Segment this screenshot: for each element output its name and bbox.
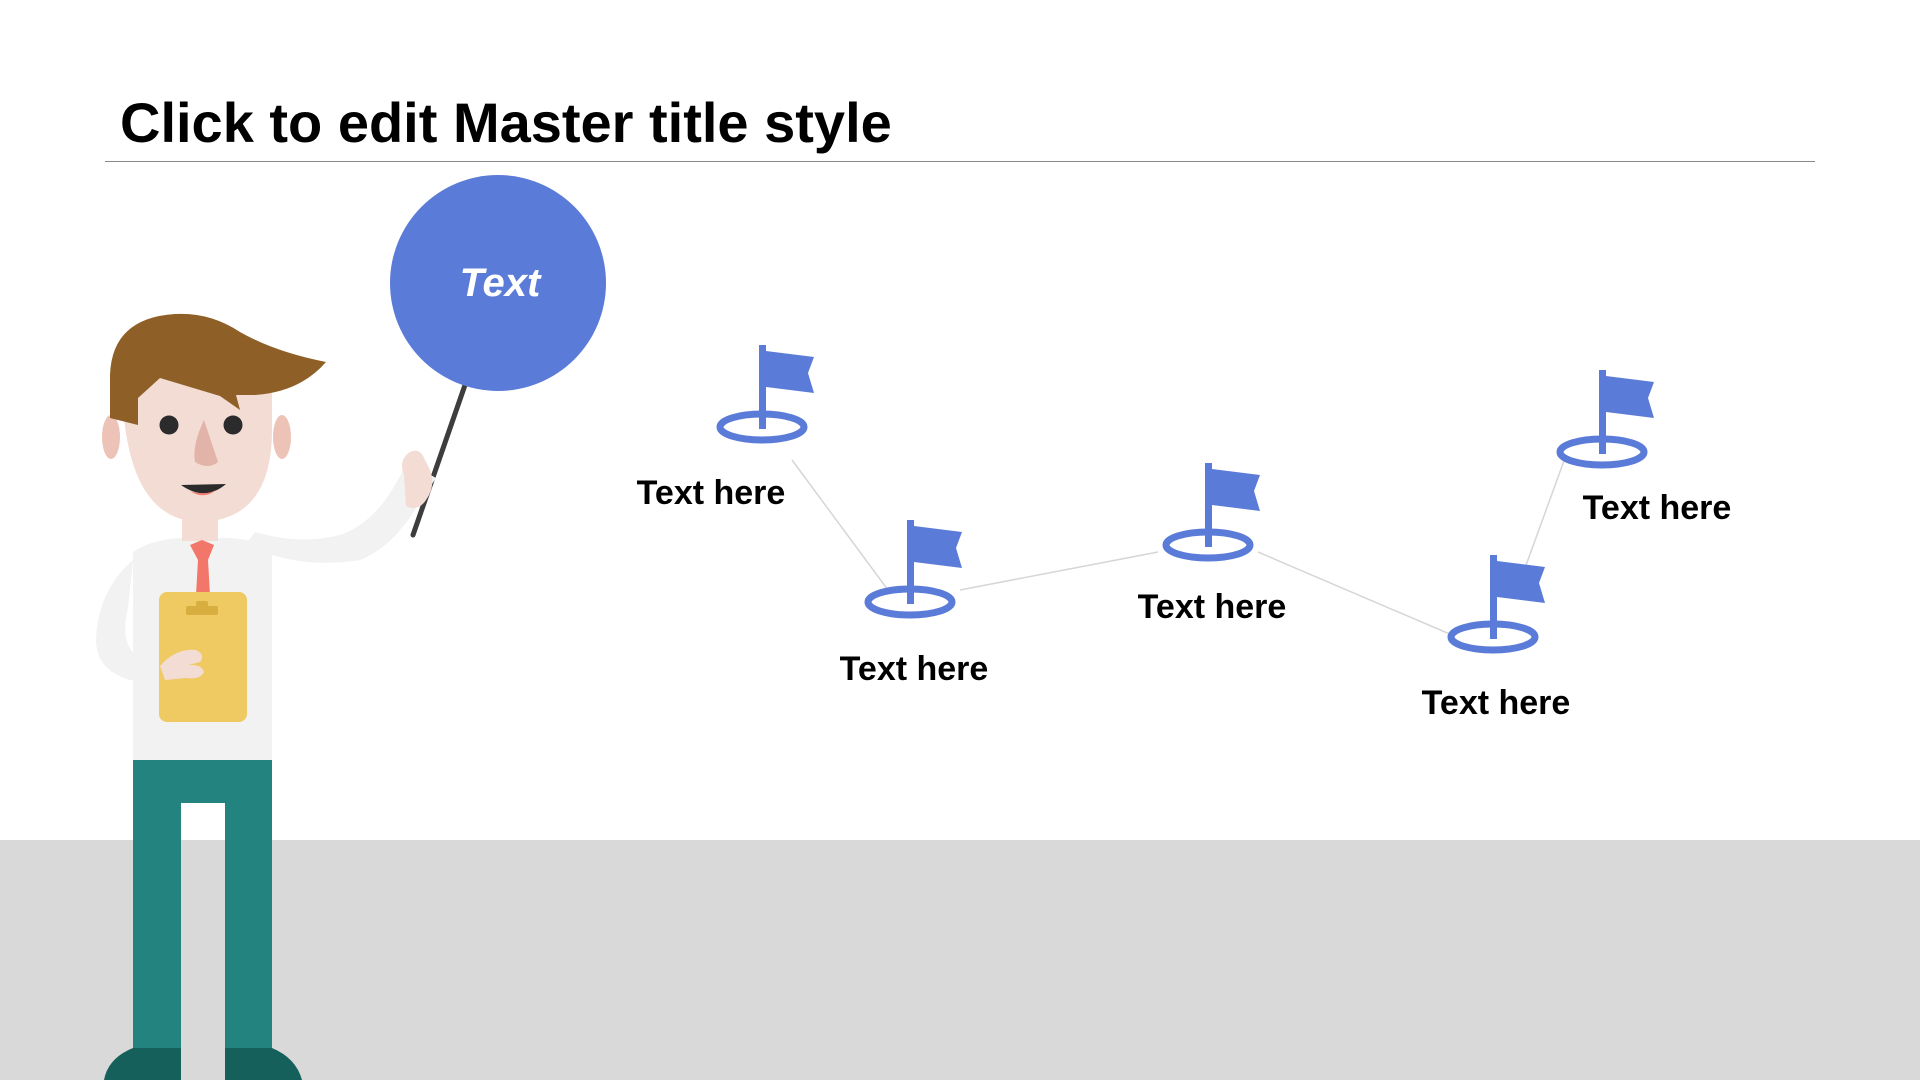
raised-arm (245, 462, 436, 563)
slide-title[interactable]: Click to edit Master title style (120, 91, 892, 154)
tie (190, 540, 214, 595)
left-eye (159, 415, 179, 435)
right-ear (273, 415, 291, 459)
milestone-label-5[interactable]: Text here (1582, 489, 1732, 527)
flag-pin-icon (1162, 463, 1260, 562)
presenter-illustration (96, 313, 436, 1080)
flag-marker-3[interactable] (1162, 463, 1260, 562)
clipboard-clip (186, 606, 218, 615)
title-divider (105, 161, 1815, 162)
left-ear (102, 415, 120, 459)
clipboard-clip-top (196, 601, 208, 607)
flag-marker-2[interactable] (864, 520, 962, 619)
connector-segment (791, 459, 889, 591)
connector-segment (1257, 551, 1453, 636)
milestone-connector (791, 457, 1566, 636)
flag-marker-1[interactable] (716, 345, 814, 444)
left-arm (96, 560, 170, 680)
connector-segment (1524, 457, 1566, 569)
flag-pin-icon (1447, 555, 1545, 654)
milestone-label-2[interactable]: Text here (839, 650, 989, 688)
floor-band (0, 840, 1920, 1080)
right-eye (223, 415, 243, 435)
right-shoe (225, 1048, 302, 1080)
balloon-text[interactable]: Text (459, 261, 541, 305)
raised-hand (402, 450, 433, 508)
balloon-sign-icon (390, 175, 606, 538)
connector-segment (959, 551, 1159, 591)
flag-marker-4[interactable] (1447, 555, 1545, 654)
pointer-stick (410, 382, 468, 538)
leg-gap-floor (181, 840, 225, 1080)
tongue (190, 490, 216, 496)
flag-marker-5[interactable] (1556, 370, 1654, 469)
left-shoe (104, 1048, 181, 1080)
left-hand (160, 649, 204, 680)
flag-pin-icon (1556, 370, 1654, 469)
flag-pin-icon (716, 345, 814, 444)
balloon-circle (390, 175, 606, 391)
milestone-label-1[interactable]: Text here (636, 474, 786, 512)
hair (110, 313, 326, 425)
clipboard (159, 592, 247, 722)
flag-pin-icon (864, 520, 962, 619)
nose (194, 420, 218, 466)
milestone-label-4[interactable]: Text here (1421, 684, 1571, 722)
milestone-label-3[interactable]: Text here (1137, 588, 1287, 626)
